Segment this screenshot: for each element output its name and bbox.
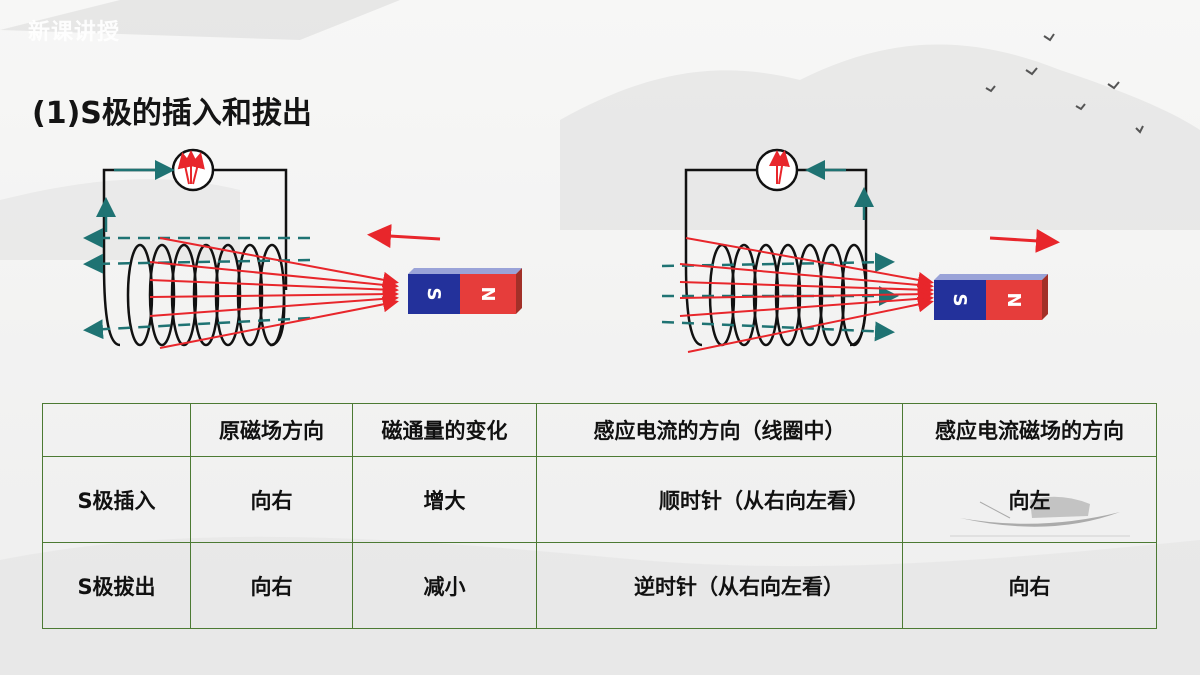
header-field-direction: 原磁场方向 [190, 403, 353, 457]
table-row: S极拔出 向右 减小 逆时针（从右向左看） 向右 [42, 542, 1157, 629]
current-direction-cell: 顺时针（从右向左看） [536, 456, 903, 543]
header-current-direction: 感应电流的方向（线圈中） [536, 403, 903, 457]
header-flux-change: 磁通量的变化 [352, 403, 537, 457]
birds-icon [985, 33, 1144, 134]
magnet-n-label: N [1003, 292, 1024, 307]
induction-summary-table: 原磁场方向 磁通量的变化 感应电流的方向（线圈中） 感应电流磁场的方向 S极插入… [42, 403, 1157, 629]
flux-change-cell: 增大 [352, 456, 537, 543]
row-label: S极插入 [42, 456, 191, 543]
field-direction-cell: 向右 [190, 456, 353, 543]
s-pole-withdrawal-diagram: S N [661, 148, 1060, 353]
galvanometer-icon [755, 148, 799, 192]
magnet-s-label: S [949, 294, 970, 307]
field-direction-cell: 向右 [190, 542, 353, 629]
magnet-n-label: N [477, 286, 498, 301]
table-header-row: 原磁场方向 磁通量的变化 感应电流的方向（线圈中） 感应电流磁场的方向 [42, 403, 1157, 457]
slide-title: (1)S极的插入和拔出 [32, 96, 312, 131]
header-empty [42, 403, 191, 457]
bar-magnet: S N [408, 268, 522, 314]
induced-field-direction-cell: 向右 [902, 542, 1157, 629]
table-row: S极插入 向右 增大 顺时针（从右向左看） 向左 [42, 456, 1157, 543]
galvanometer-icon [171, 148, 215, 192]
bar-magnet: S N [934, 274, 1048, 320]
watermark-text: 新课讲授 [28, 20, 121, 45]
header-induced-field-direction: 感应电流磁场的方向 [902, 403, 1157, 457]
induced-field-direction-cell: 向左 [902, 456, 1157, 543]
current-direction-cell: 逆时针（从右向左看） [536, 542, 903, 629]
flux-change-cell: 减小 [352, 542, 537, 629]
row-label: S极拔出 [42, 542, 191, 629]
s-pole-insertion-diagram: S N [83, 148, 522, 349]
magnet-s-label: S [423, 288, 444, 301]
